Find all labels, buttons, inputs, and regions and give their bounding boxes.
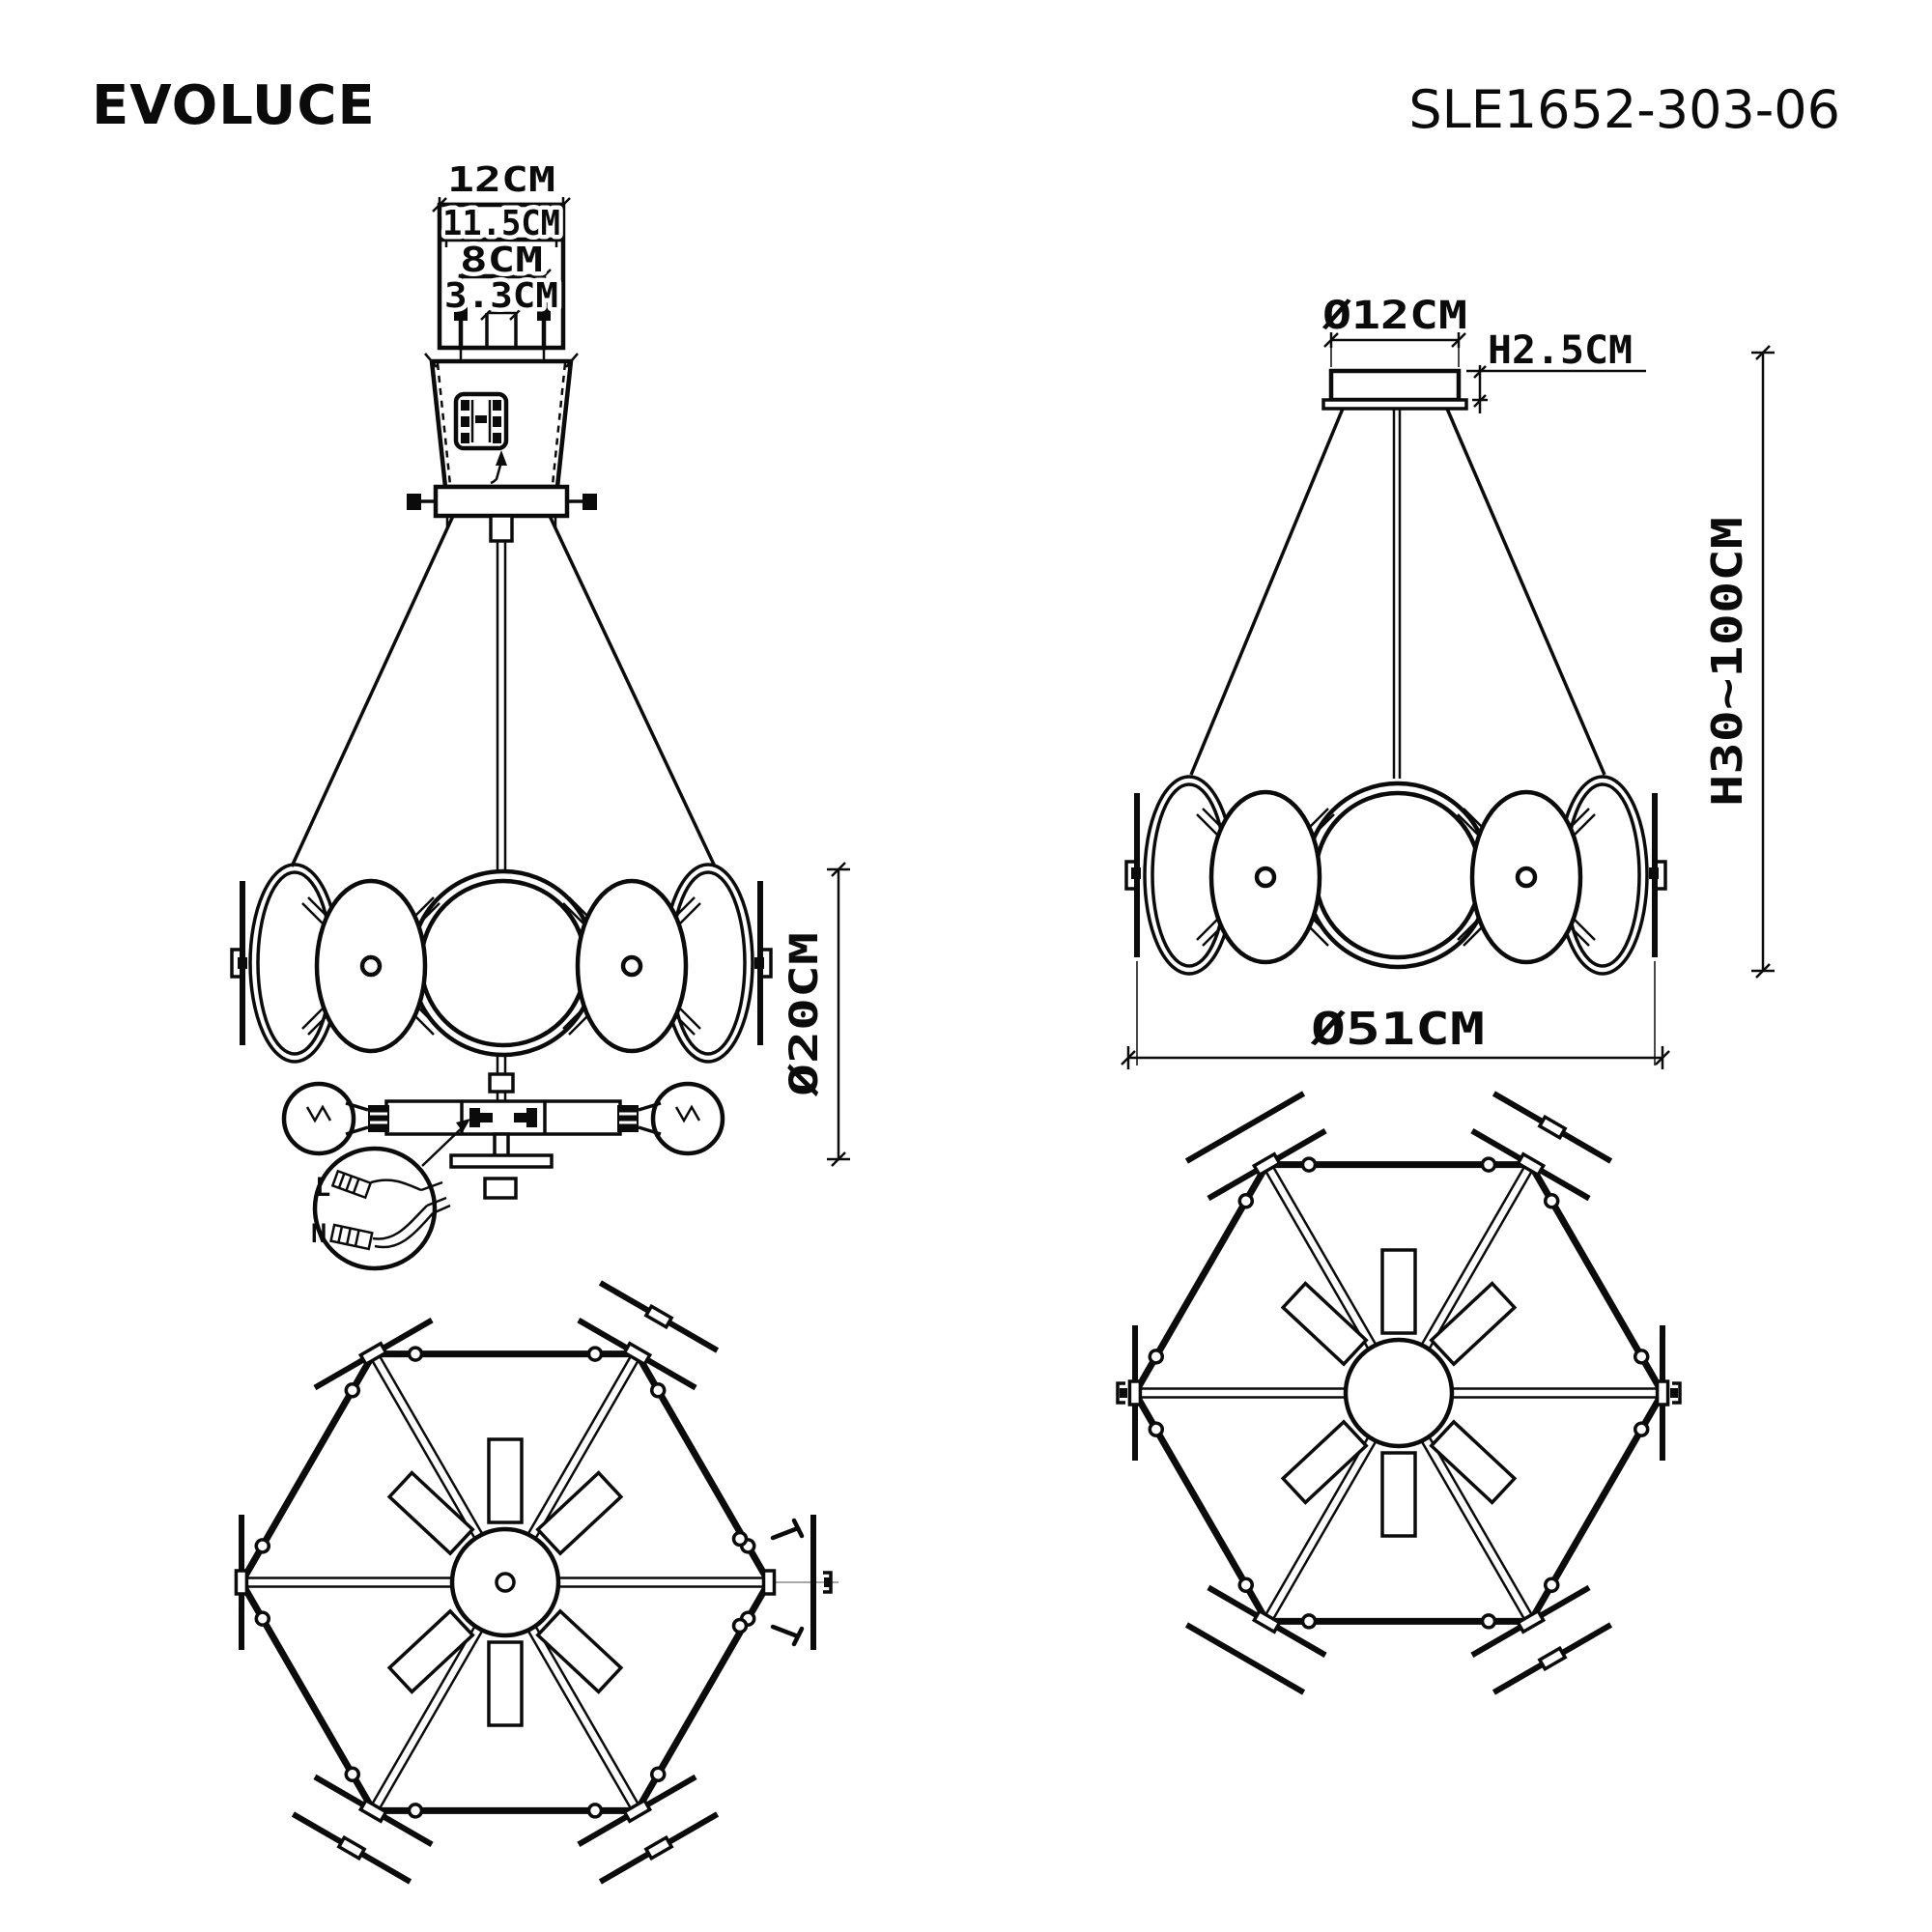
brand-logo: EVOLUCE [92,74,376,137]
front-view: 12CM 11.5CM 8CM 3.3CM [230,156,850,1271]
dim-body-height-marker: Ø20CM [782,862,850,1167]
wiring-detail-callout: L N [311,1119,470,1271]
dim-body-height: Ø20CM [782,932,827,1097]
dim-hanging-height: H30~100CM [1703,517,1752,807]
dim-bracket-width: 8CM [460,241,543,280]
model-number: SLE1652-303-06 [1408,79,1840,140]
dim-canopy-diameter: Ø12CM [1321,294,1467,338]
dim-slot-width: 3.3CM [444,276,558,316]
wire-connector-neutral [329,1223,374,1251]
detached-disc-lines [1184,1091,1613,1695]
bulb-icon-right [617,1081,725,1156]
side-brackets [1116,1381,1682,1405]
ring-body-dim [1124,775,1667,976]
wire-label-neutral: N [311,1219,327,1249]
up-arrow-icon [490,450,507,485]
canopy-assembly [407,353,597,543]
dimension-view: Ø12CM H2.5CM [1121,294,1775,1069]
dim-mount-top-width: 12CM [447,160,555,200]
dim-body-diameter: Ø51CM [1310,1003,1485,1055]
ring-body-front [230,863,773,1103]
dim-mount-plate-width: 11.5CM [442,204,560,243]
exploded-disc-right [731,1515,838,1650]
wire-label-live: L [315,1173,330,1203]
dim-canopy-height: H2.5CM [1488,328,1633,373]
suspension-wires [290,515,717,869]
top-view-exploded [183,1280,838,1885]
wire-connector-live [330,1169,373,1200]
bulb-icon-left [281,1081,389,1156]
top-view-assembled [1076,1091,1720,1695]
suspension-wires-dim [1189,408,1606,779]
terminal-block [453,391,509,451]
canopy-dim: Ø12CM H2.5CM [1321,294,1646,413]
ceiling-mount-detail: 12CM 11.5CM 8CM 3.3CM [432,156,571,427]
detached-disc-lines [291,1280,720,1885]
dim-hanging-height-marker: H30~100CM [1703,345,1775,979]
dim-body-diameter-marker: Ø51CM [1121,961,1670,1069]
